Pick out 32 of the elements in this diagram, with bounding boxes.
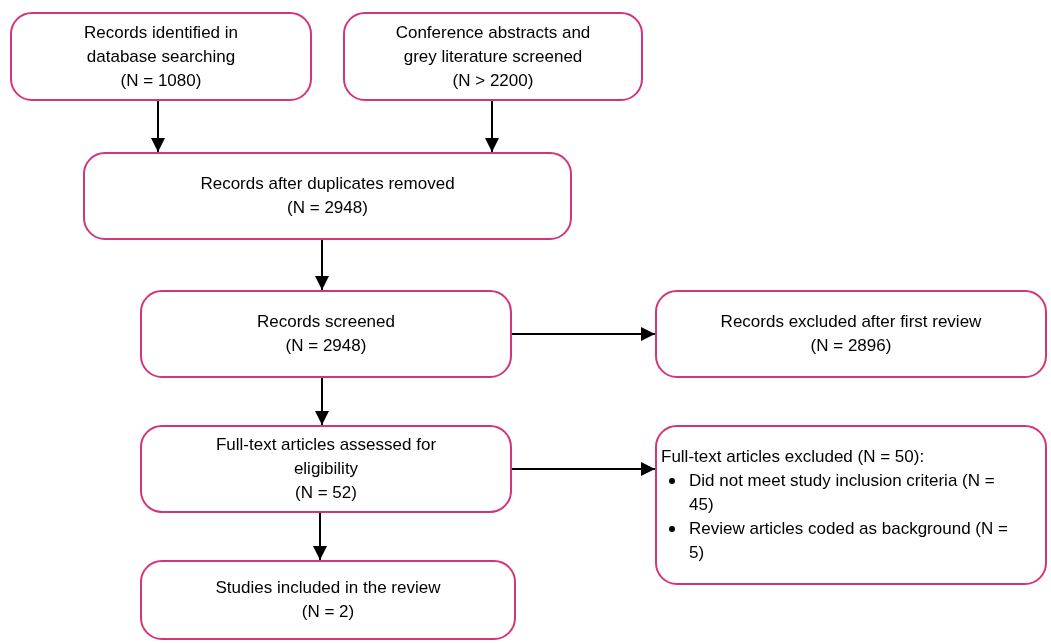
box-heading: Full-text articles excluded (N = 50): [661, 446, 925, 468]
arrow [151, 100, 165, 153]
count-text: (N = 52) [295, 482, 357, 504]
box-heading: Records identified in database searching [83, 21, 239, 68]
count-text: (N = 1080) [120, 69, 202, 92]
process-box [140, 290, 512, 378]
bullet-text: Did not meet study inclusion criteria (N = 45) [689, 471, 995, 514]
arrow [485, 100, 499, 153]
bullet-text: Review articles coded as background (N = 5) [689, 519, 1008, 562]
arrow [511, 327, 656, 341]
arrow [315, 239, 329, 291]
box-heading: Full-text articles assessed for eligibility [214, 434, 438, 480]
arrow [315, 377, 329, 426]
box-heading: Records after duplicates removed [200, 173, 455, 195]
process-box [655, 425, 1047, 585]
count-text: (N = 2896) [810, 335, 892, 357]
count-text: (N = 2948) [285, 335, 367, 357]
count-text: (N > 2200) [452, 69, 534, 92]
process-box [140, 425, 512, 513]
arrow [313, 512, 327, 561]
box-heading: Records excluded after first review [720, 311, 982, 333]
box-heading: Studies included in the review [215, 577, 441, 599]
count-text: (N = 2) [301, 601, 355, 623]
process-box [10, 12, 312, 101]
process-box [83, 152, 572, 240]
arrow [511, 462, 656, 476]
process-box [343, 12, 643, 101]
process-box [140, 560, 516, 640]
box-heading: Conference abstracts and grey literature screened [394, 21, 592, 68]
box-heading: Records screened [257, 311, 395, 333]
process-box [655, 290, 1047, 378]
count-text: (N = 2948) [287, 197, 368, 219]
